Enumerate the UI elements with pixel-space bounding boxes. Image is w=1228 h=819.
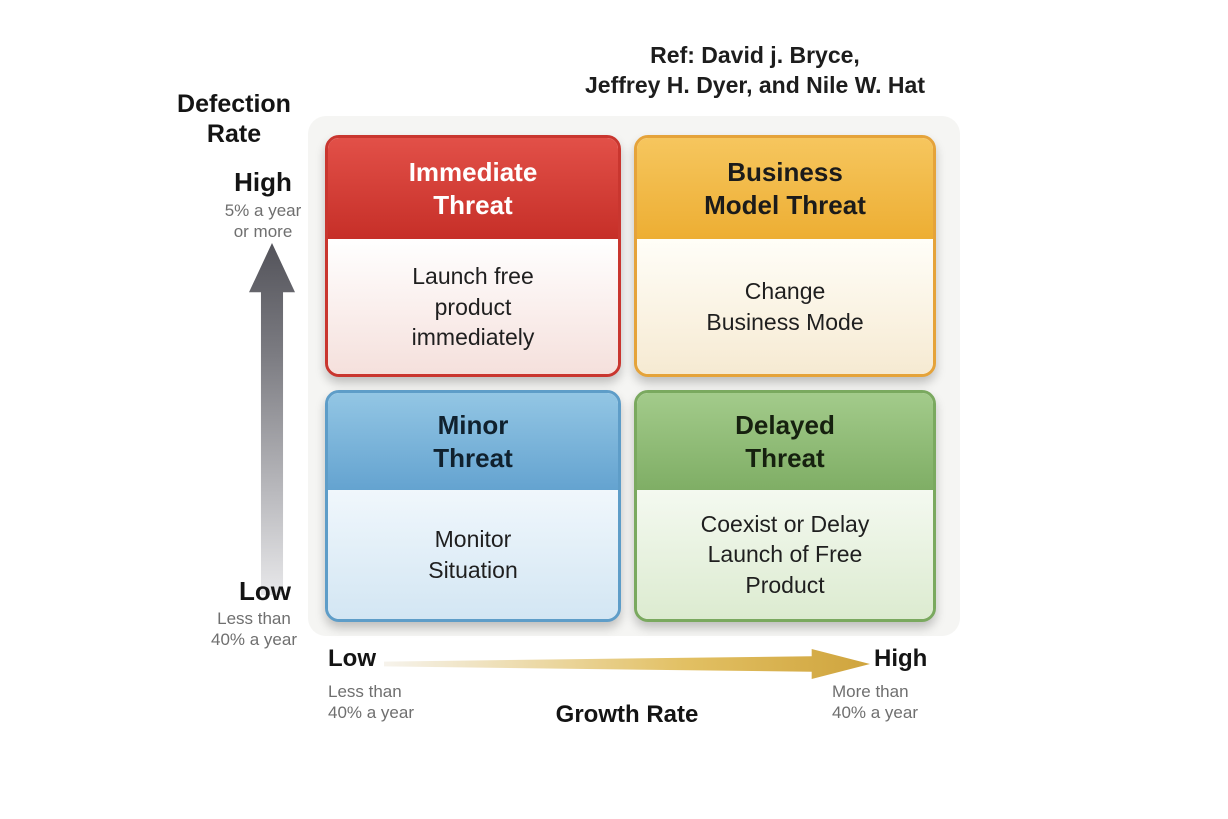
y-axis-low-sublabel: Less than 40% a year bbox=[211, 609, 297, 650]
quadrant-title: Minor Threat bbox=[328, 393, 618, 491]
up-arrow-icon bbox=[249, 243, 295, 595]
x-axis-high-label: High bbox=[874, 645, 928, 672]
right-arrow-icon bbox=[384, 649, 870, 679]
y-axis-high-sublabel: 5% a year or more bbox=[224, 201, 302, 242]
x-axis-title: Growth Rate bbox=[555, 701, 699, 728]
quadrant-body: Launch free product immediately bbox=[328, 239, 618, 374]
quadrant-card-minor-threat: Minor Threat Monitor Situation bbox=[325, 390, 621, 622]
x-axis-low-label: Low bbox=[328, 645, 376, 672]
quadrant-title: Immediate Threat bbox=[328, 138, 618, 240]
y-axis-high-label: High bbox=[234, 167, 292, 197]
quadrant-body: Change Business Mode bbox=[637, 239, 933, 374]
x-axis-high-sublabel: More than 40% a year bbox=[832, 682, 918, 723]
quadrant-body: Coexist or Delay Launch of Free Product bbox=[637, 490, 933, 619]
quadrant-body: Monitor Situation bbox=[328, 490, 618, 619]
quadrant-card-business-model-threat: Business Model Threat Change Business Mo… bbox=[634, 135, 936, 377]
reference-line1: Ref: David j. Bryce, bbox=[650, 42, 860, 68]
quadrant-title: Business Model Threat bbox=[637, 138, 933, 240]
y-axis-title: Defection Rate bbox=[177, 90, 291, 148]
x-axis-low-sublabel: Less than 40% a year bbox=[328, 682, 414, 723]
quadrant-card-delayed-threat: Delayed Threat Coexist or Delay Launch o… bbox=[634, 390, 936, 622]
reference-text: Ref: David j. Bryce, Jeffrey H. Dyer, and… bbox=[560, 40, 950, 101]
y-axis-low-label: Low bbox=[239, 576, 291, 606]
quadrant-card-immediate-threat: Immediate Threat Launch free product imm… bbox=[325, 135, 621, 377]
reference-line2: Jeffrey H. Dyer, and Nile W. Hat bbox=[584, 72, 925, 99]
quadrant-title: Delayed Threat bbox=[637, 393, 933, 491]
